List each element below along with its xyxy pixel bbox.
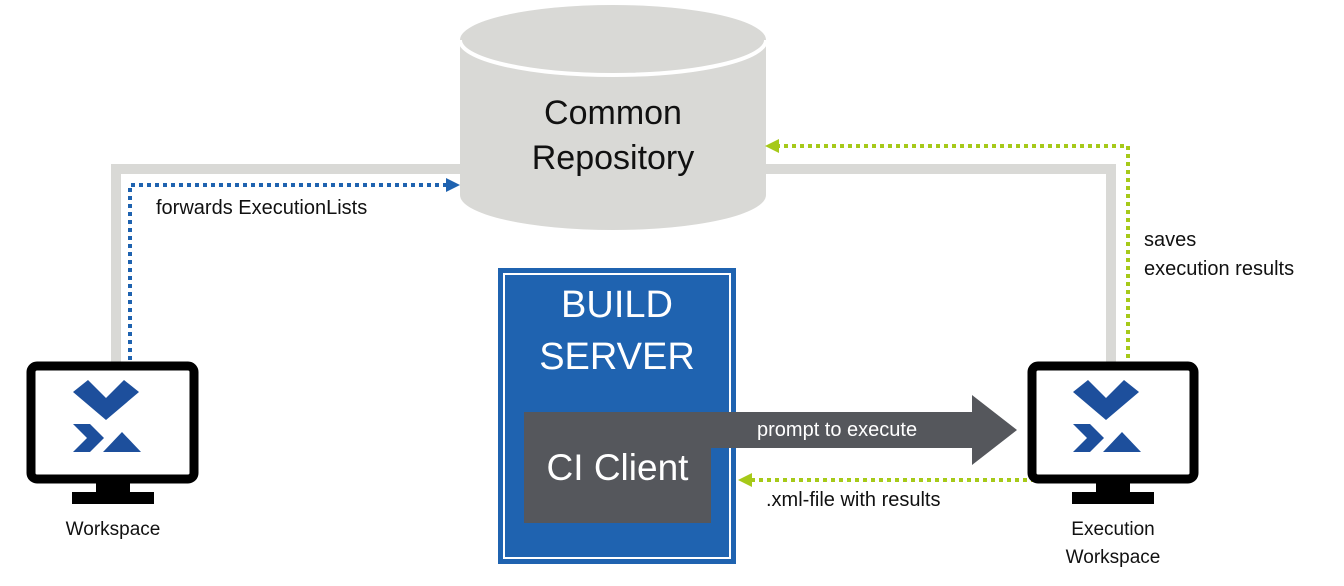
repository-title-line1: Common [544,94,682,132]
workspace-monitor-icon [26,361,199,504]
common-repository-cylinder [458,5,768,230]
execution-workspace-label-line2: Workspace [1065,547,1161,568]
execution-monitor-icon [1027,361,1199,504]
saves-label-line1: saves [1144,229,1197,251]
workspace-label: Workspace [65,519,161,540]
xml-results-arrow [738,473,1035,487]
saves-results-arrow [765,139,1130,358]
ci-client-box [524,412,711,523]
left-connector-line [111,164,460,365]
right-connector-line [765,164,1116,365]
build-server-title-line1: BUILD [561,284,673,326]
prompt-label: prompt to execute [757,419,918,441]
xml-label: .xml-file with results [766,489,941,511]
repository-title-line2: Repository [531,139,695,177]
execution-workspace-label-line1: Execution [1071,519,1155,540]
build-server-title-line2: SERVER [539,336,695,378]
ci-client-label: CI Client [546,447,689,488]
forwards-label: forwards ExecutionLists [156,197,368,219]
saves-label-line2: execution results [1144,258,1295,280]
forwards-arrow [128,178,460,360]
